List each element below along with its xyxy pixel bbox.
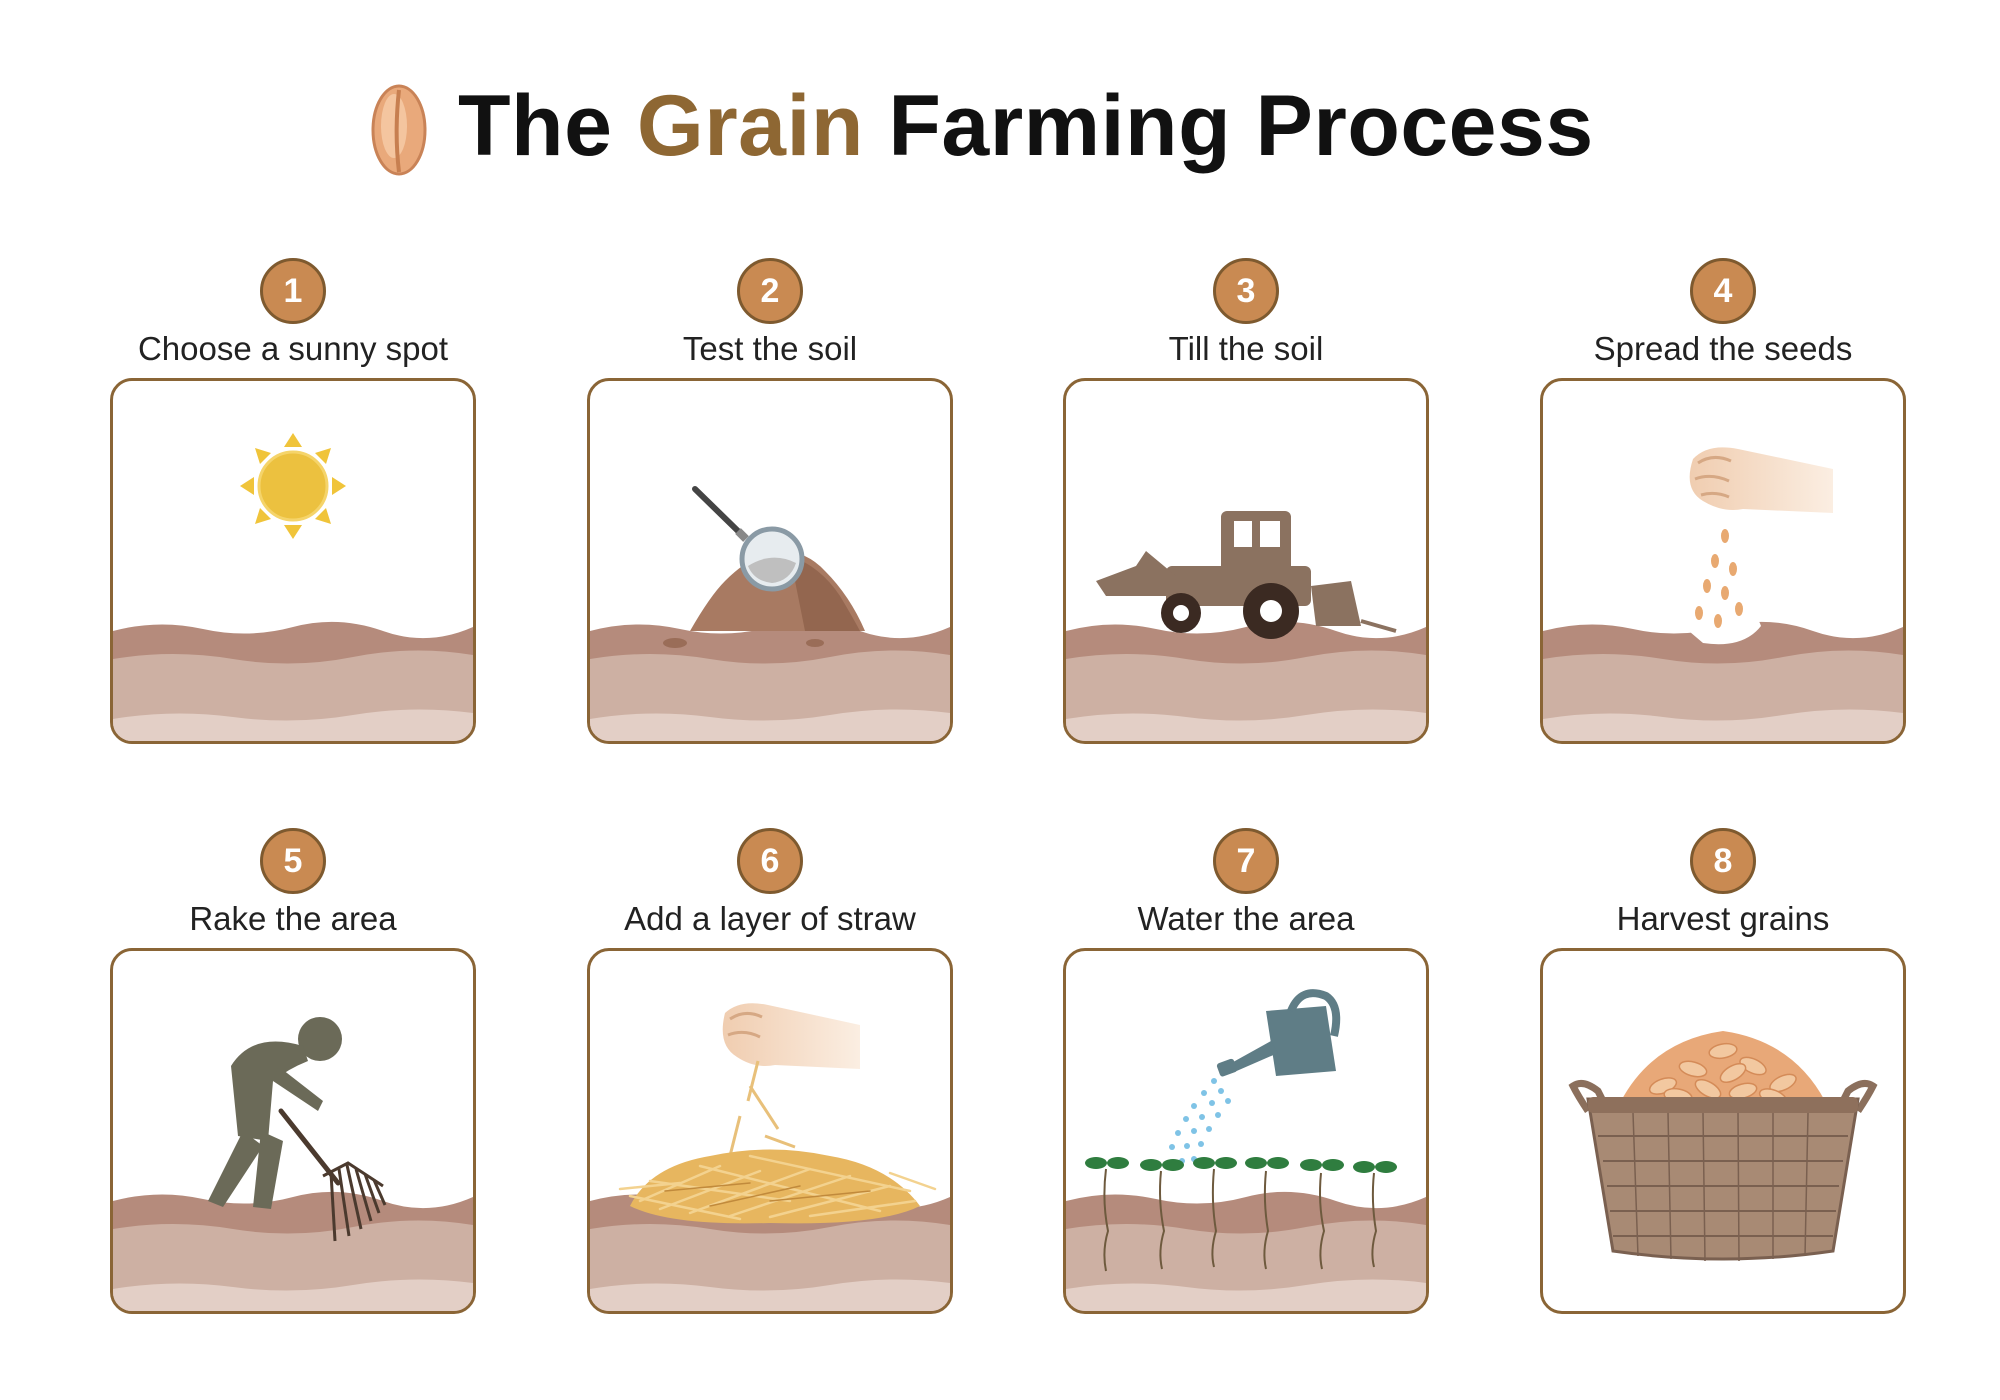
step-card [110, 948, 476, 1314]
step-number-badge: 8 [1690, 828, 1756, 894]
step-card [1540, 948, 1906, 1314]
straw-icon [590, 1003, 950, 1311]
tractor-icon [1066, 511, 1426, 741]
step-card [587, 378, 953, 744]
title-suffix: Farming Process [888, 78, 1594, 174]
step-number-badge: 4 [1690, 258, 1756, 324]
step-label: Add a layer of straw [624, 900, 916, 937]
person-raking-icon [113, 1017, 473, 1311]
step-card [1063, 378, 1429, 744]
grain-logo-icon [371, 84, 427, 176]
step-label: Water the area [1137, 900, 1355, 937]
sun-icon [113, 433, 473, 741]
watering-can-icon [1066, 989, 1426, 1311]
title-row: The Grain Farming Process [0, 70, 2000, 180]
step-number-badge: 1 [260, 258, 326, 324]
step-number-badge: 7 [1213, 828, 1279, 894]
step-label: Test the soil [682, 330, 858, 367]
step-label: Harvest grains [1616, 900, 1830, 937]
step-number-badge: 3 [1213, 258, 1279, 324]
step-label: Spread the seeds [1593, 330, 1853, 367]
magnifier-soil-icon [590, 486, 950, 741]
step-card [1540, 378, 1906, 744]
hand-seeds-icon [1543, 447, 1903, 741]
grain-basket-icon [1568, 1031, 1878, 1262]
page-title: The Grain Farming Process [458, 76, 1594, 176]
step-number-badge: 6 [737, 828, 803, 894]
step-card [587, 948, 953, 1314]
title-accent: Grain [636, 78, 864, 174]
soil [113, 621, 473, 741]
step-number-badge: 5 [260, 828, 326, 894]
step-number-badge: 2 [737, 258, 803, 324]
title-prefix: The [458, 78, 613, 174]
step-label: Till the soil [1168, 330, 1324, 367]
step-label: Rake the area [189, 900, 397, 937]
step-card [110, 378, 476, 744]
step-label: Choose a sunny spot [137, 330, 449, 367]
step-card [1063, 948, 1429, 1314]
